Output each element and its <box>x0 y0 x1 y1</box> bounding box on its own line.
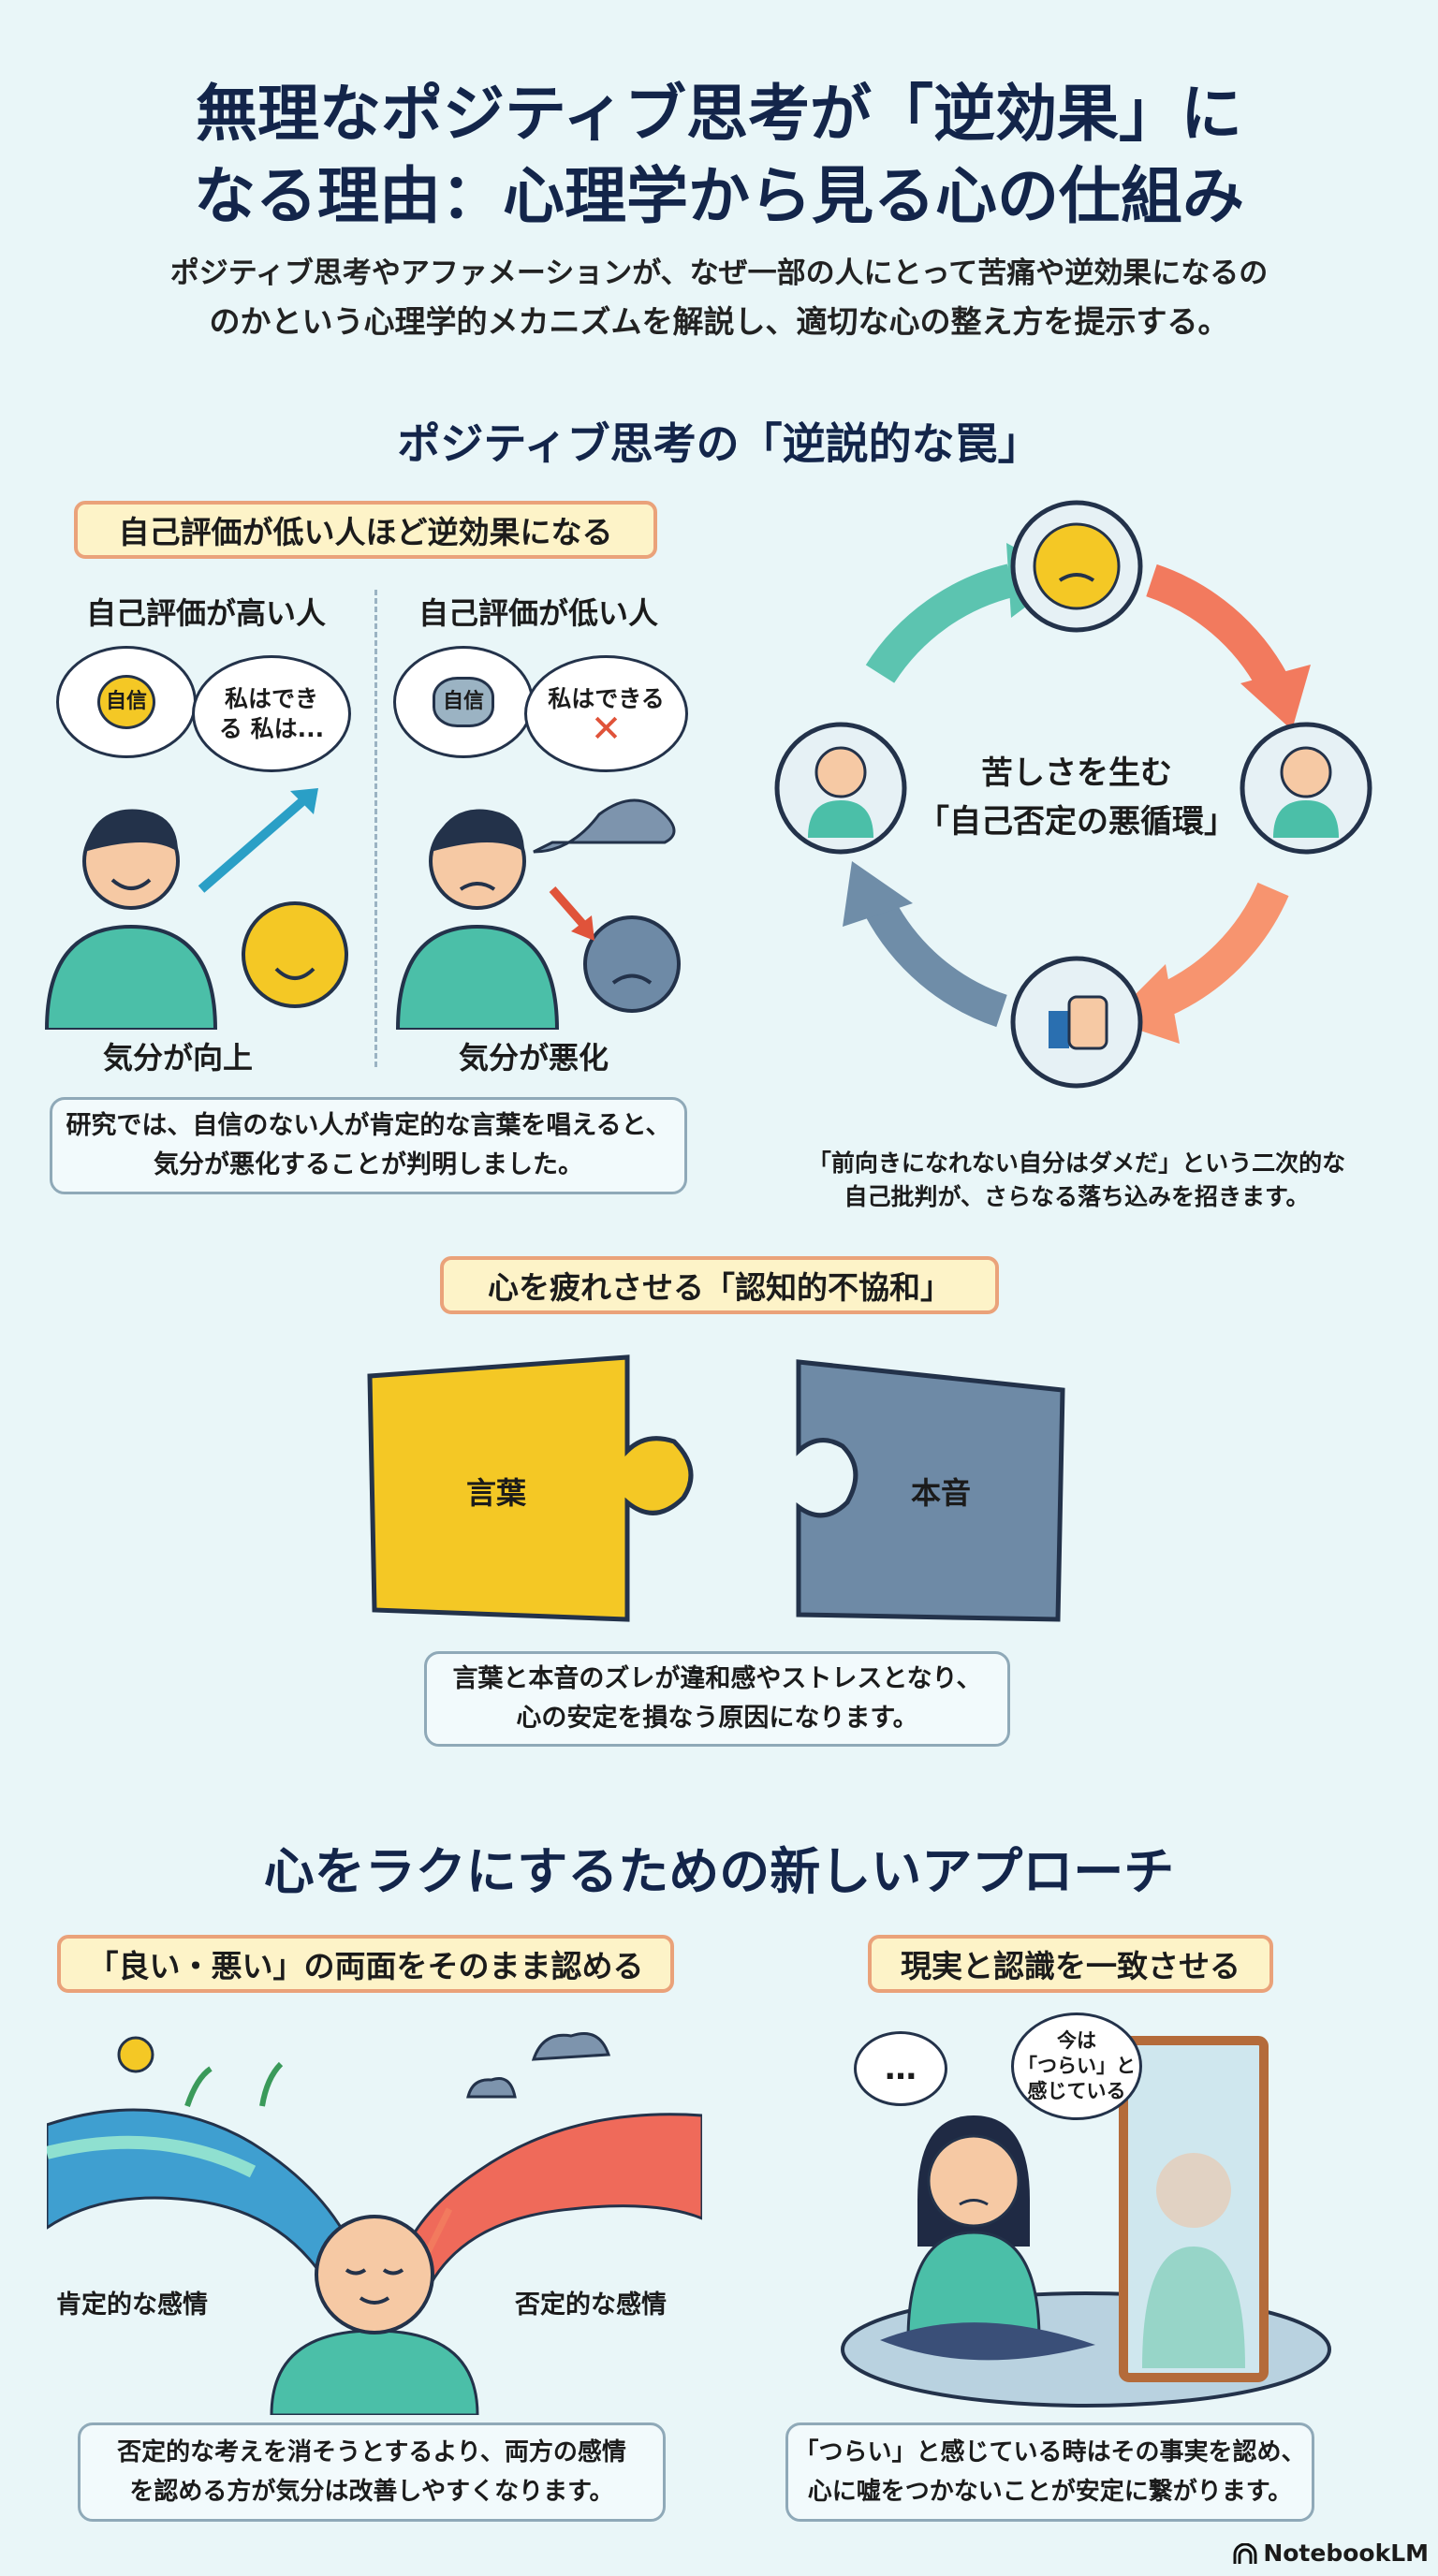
cycle-arrow-coral <box>1145 564 1288 692</box>
sun-smile-icon <box>242 901 348 1008</box>
mirror-reflection-illustration <box>841 2036 1331 2408</box>
page-subtitle: ポジティブ思考やアファメーションが、なぜ一部の人にとって苦痛や逆効果になるの の… <box>56 249 1382 346</box>
mirror-thought-bubble: 今は 「つらい」と 感じている <box>1011 2012 1142 2120</box>
calm-person-head <box>315 2215 434 2334</box>
cross-icon: ✕ <box>590 707 623 751</box>
note-line: 言葉と本音のズレが違和感やストレスとなり、 <box>452 1664 982 1693</box>
thought-bubble-confidence: 自信 <box>56 646 197 758</box>
label-align-reality: 現実と認識を一致させる <box>868 1935 1273 1993</box>
notebooklm-logo-icon <box>1233 2542 1257 2564</box>
brand-text: NotebookLM <box>1263 2539 1429 2567</box>
high-esteem-title: 自己評価が高い人 <box>85 595 326 631</box>
note-line: 気分が悪化することが判明しました。 <box>154 1150 583 1179</box>
label-cognitive-dissonance: 心を疲れさせる「認知的不協和」 <box>440 1256 999 1314</box>
label-accept-both: 「良い・悪い」の両面をそのまま認める <box>57 1935 674 1993</box>
smiling-person-node <box>1240 722 1372 855</box>
broken-confidence-icon: 自信 <box>432 677 494 727</box>
cycle-caption: 「前向きになれない自分はダメだ」という二次的な 自己批判が、さらなる落ち込みを招… <box>777 1147 1376 1214</box>
cycle-arrow-slate <box>865 900 1008 1028</box>
notebooklm-brand: NotebookLM <box>1233 2539 1429 2567</box>
note-line: 心の安定を損なう原因になります。 <box>516 1704 918 1733</box>
bubble-line: 「つらい」と <box>1018 2055 1136 2077</box>
two-emotions-illustration <box>47 2032 702 2415</box>
positive-wave <box>47 2108 358 2287</box>
thought-text: 私はできる <box>548 684 665 712</box>
section-heading-approach: 心をラクにするための新しいアプローチ <box>263 1842 1175 1901</box>
happy-person-illustration <box>44 788 348 1030</box>
bubble-line: 感じている <box>1027 2080 1126 2102</box>
note-line: 「つらい」と感じている時はその事実を認め、 <box>794 2438 1306 2466</box>
subtitle-line-1: ポジティブ思考やアファメーションが、なぜ一部の人にとって苦痛や逆効果になるの <box>169 256 1269 290</box>
puzzle-label-words: 言葉 <box>465 1475 526 1511</box>
vicious-cycle-diagram <box>774 500 1372 1089</box>
rain-cloud-icon <box>533 798 676 854</box>
confidence-badge-icon: 自信 <box>96 675 155 729</box>
cycle-center-text: 苦しさを生む 「自己否定の悪循環」 <box>889 749 1264 846</box>
speech-bubble-ellipsis: … <box>854 2031 947 2106</box>
bubble-line: 今は <box>1057 2029 1096 2052</box>
up-arrow-icon <box>198 792 313 893</box>
thumbs-up-node <box>1010 956 1143 1089</box>
sad-face-node <box>1010 500 1143 633</box>
puzzle-piece-true-feelings <box>796 1359 1065 1622</box>
note-line: 心に嘘をつかないことが安定に繋がります。 <box>807 2478 1293 2506</box>
sun-icon <box>117 2036 154 2073</box>
pointing-person-node <box>774 722 907 855</box>
align-reality-note: 「つらい」と感じている時はその事実を認め、 心に嘘をつかないことが安定に繋がりま… <box>785 2422 1314 2522</box>
label-low-self-esteem: 自己評価が低い人ほど逆効果になる <box>74 501 657 559</box>
cycle-center-line: 苦しさを生む <box>981 754 1172 792</box>
dissonance-note: 言葉と本音のズレが違和感やストレスとなり、 心の安定を損なう原因になります。 <box>424 1651 1010 1747</box>
negative-emotion-label: 否定的な感情 <box>515 2291 667 2320</box>
accept-both-note: 否定的な考えを消そうとするより、両方の感情 を認める方が気分は改善しやすくなりま… <box>78 2422 666 2522</box>
research-note: 研究では、自信のない人が肯定的な言葉を唱えると、 気分が悪化することが判明しまし… <box>50 1097 687 1194</box>
sad-face-icon <box>583 915 681 1013</box>
divider <box>374 590 377 1067</box>
thought-bubble-i-can-crossed: 私はできる ✕ <box>524 655 688 772</box>
positive-emotion-label: 肯定的な感情 <box>56 2291 208 2320</box>
puzzle-piece-words <box>367 1354 694 1622</box>
puzzle-label-true-feelings: 本音 <box>910 1475 971 1511</box>
page-title: 無理なポジティブ思考が「逆効果」に なる理由：心理学から見る心の仕組み <box>0 73 1438 238</box>
title-line-2: なる理由：心理学から見る心の仕組み <box>194 160 1244 232</box>
result-mood-down: 気分が悪化 <box>458 1040 609 1076</box>
negative-wave <box>401 2113 702 2287</box>
thought-bubble-broken-confidence: 自信 <box>393 646 534 758</box>
caption-line: 自己批判が、さらなる落ち込みを招きます。 <box>844 1183 1310 1210</box>
subtitle-line-2: のかという心理学的メカニズムを解説し、適切な心の整え方を提示する。 <box>209 303 1229 340</box>
low-esteem-title: 自己評価が低い人 <box>418 595 658 631</box>
cycle-arrow-teal <box>865 564 1016 683</box>
section-heading-paradox: ポジティブ思考の「逆説的な罠」 <box>397 418 1041 469</box>
note-line: 研究では、自信のない人が肯定的な言葉を唱えると、 <box>66 1111 671 1140</box>
result-mood-up: 気分が向上 <box>102 1040 253 1076</box>
down-arrow-icon <box>549 886 589 929</box>
cycle-arrow-orange <box>1153 882 1289 1017</box>
cycle-center-line: 「自己否定の悪循環」 <box>917 803 1236 841</box>
caption-line: 「前向きになれない自分はダメだ」という二次的な <box>807 1149 1346 1177</box>
note-line: 否定的な考えを消そうとするより、両方の感情 <box>117 2438 626 2466</box>
title-line-1: 無理なポジティブ思考が「逆効果」に <box>195 78 1243 150</box>
note-line: を認める方が気分は改善しやすくなります。 <box>129 2478 614 2506</box>
thought-bubble-i-can: 私はできる 私は... <box>192 655 351 772</box>
sad-person-illustration <box>395 798 681 1030</box>
sprout-icon <box>184 2061 284 2107</box>
rain-cloud-icon <box>531 2032 611 2061</box>
